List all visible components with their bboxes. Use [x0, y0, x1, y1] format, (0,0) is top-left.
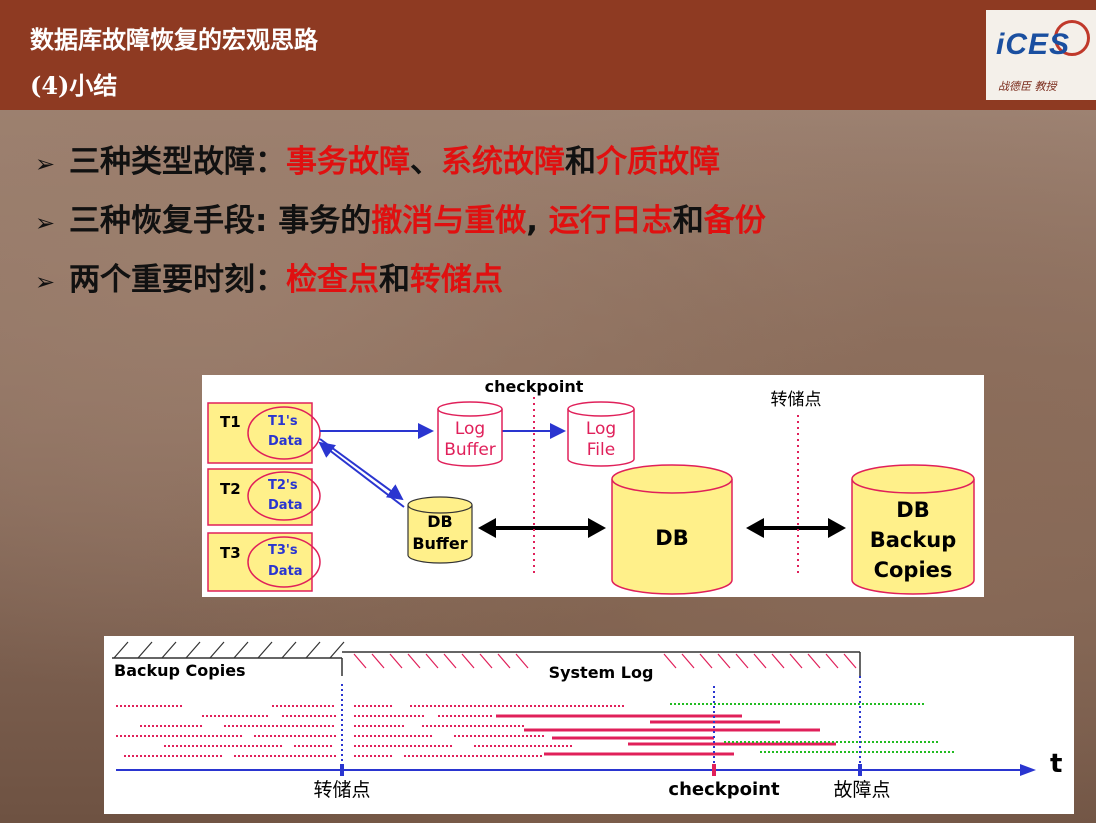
svg-text:Backup: Backup [870, 528, 957, 552]
svg-text:System Log: System Log [549, 663, 654, 682]
dump-label: 转储点 [771, 390, 822, 410]
svg-text:Backup Copies: Backup Copies [114, 661, 246, 680]
svg-text:Data: Data [268, 564, 303, 579]
svg-text:Data: Data [268, 498, 303, 513]
log-file-cylinder: Log File [567, 401, 635, 467]
bullet-arrow-icon: ➢ [35, 268, 56, 296]
axis-arrow-icon [1020, 764, 1036, 776]
svg-text:Log: Log [455, 419, 485, 439]
slide-header: 数据库故障恢复的宏观思路 (4)小结 iCES 战德臣 教授 [0, 0, 1096, 110]
svg-text:T2's: T2's [268, 478, 298, 493]
db-cylinder: DB [611, 464, 733, 595]
svg-text:T1: T1 [220, 413, 241, 431]
db-buffer-cylinder: DB Buffer [407, 496, 473, 564]
system-log-region: System Log [342, 651, 861, 682]
pre-dump-transactions [116, 705, 336, 757]
svg-text:Copies: Copies [874, 558, 953, 582]
failure-point-label: 故障点 [833, 779, 890, 801]
svg-text:T2: T2 [220, 480, 241, 498]
globe-icon [1054, 20, 1090, 56]
svg-text:DB: DB [896, 498, 929, 522]
bullet-recovery-means: ➢三种恢复手段: 事务的撤消与重做, 运行日志和备份 [35, 203, 766, 239]
transaction-t3: T3 T3's Data [207, 532, 321, 592]
green-transactions [670, 703, 954, 753]
double-arrow-db-backup [746, 518, 846, 538]
db-backup-cylinder: DB Backup Copies [851, 464, 975, 595]
arrow-from-db-buffer [318, 441, 405, 508]
active-transactions [496, 714, 836, 756]
slide-subtitle: (4)小结 [30, 71, 118, 100]
logo-text: iCES [996, 28, 1071, 61]
dump-tick [340, 764, 344, 776]
slide-title: 数据库故障恢复的宏观思路 [30, 25, 318, 54]
svg-text:DB: DB [427, 512, 452, 531]
failure-tick [858, 764, 862, 776]
svg-text:Buffer: Buffer [412, 534, 467, 553]
bullet-arrow-icon: ➢ [35, 150, 56, 178]
checkpoint-label: checkpoint [485, 377, 584, 396]
svg-text:T3: T3 [220, 544, 241, 562]
bullet-fault-types: ➢三种类型故障：事务故障、系统故障和介质故障 [35, 144, 720, 180]
svg-text:Log: Log [586, 419, 616, 439]
recovery-architecture-diagram: T1 T1's Data T2 T2's Data T3 T3's Data [202, 375, 984, 597]
backup-copies-region: Backup Copies [112, 641, 345, 680]
svg-text:T3's: T3's [268, 543, 298, 558]
checkpoint-tick [712, 764, 716, 776]
double-arrow-buffer-db [478, 518, 606, 538]
ices-logo: iCES 战德臣 教授 [986, 10, 1096, 100]
checkpoint-point-label: checkpoint [668, 779, 780, 800]
transaction-t1: T1 T1's Data [207, 402, 321, 464]
svg-text:Buffer: Buffer [444, 440, 496, 460]
arrow-to-db-buffer [319, 438, 404, 501]
post-dump-log-entries [354, 705, 624, 757]
bullet-arrow-icon: ➢ [35, 209, 56, 237]
svg-text:DB: DB [655, 526, 688, 550]
svg-text:T1's: T1's [268, 414, 298, 429]
svg-text:File: File [587, 440, 615, 460]
bullet-key-moments: ➢两个重要时刻：检查点和转储点 [35, 262, 503, 298]
transaction-t2: T2 T2's Data [207, 468, 321, 526]
log-buffer-cylinder: Log Buffer [437, 401, 503, 467]
logo-caption: 战德臣 教授 [998, 80, 1057, 93]
timeline-diagram: Backup Copies System Log [104, 636, 1074, 814]
dump-point-label: 转储点 [313, 779, 370, 801]
axis-label: t [1050, 749, 1062, 779]
svg-text:Data: Data [268, 434, 303, 449]
